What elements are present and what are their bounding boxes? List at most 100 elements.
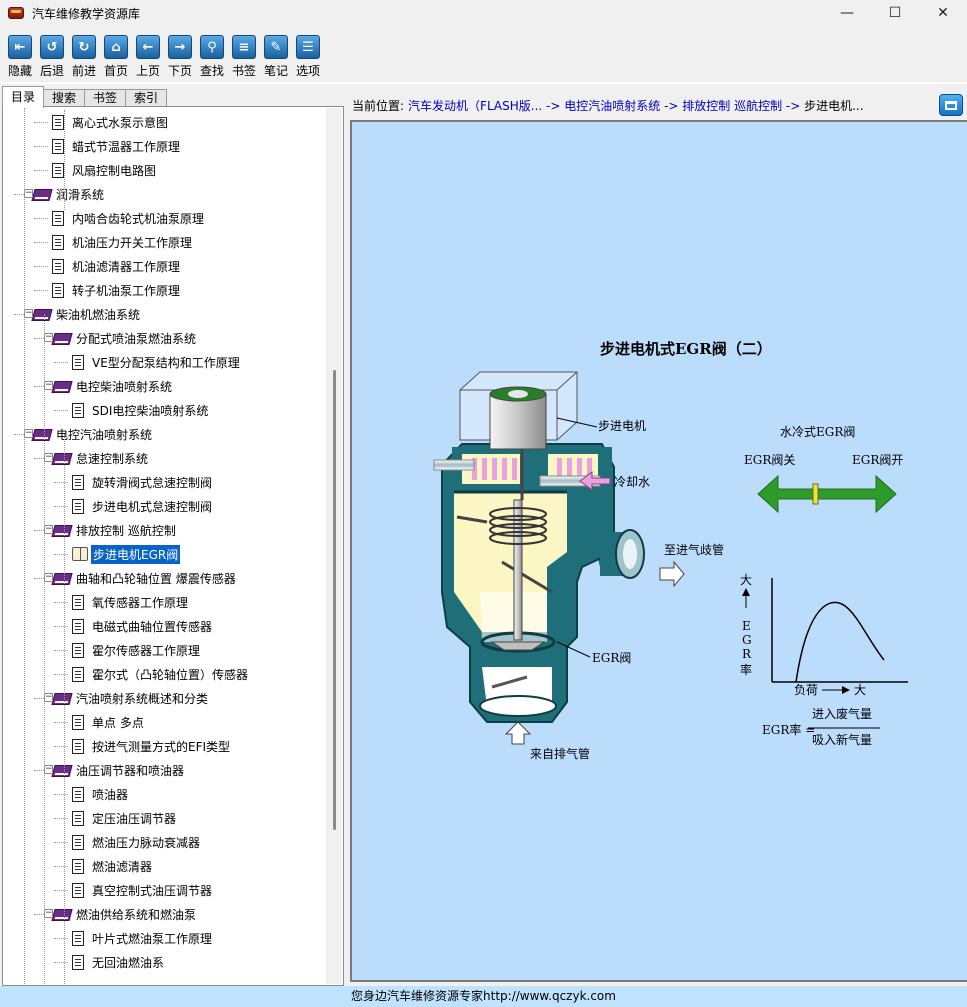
tree-topic[interactable]: 蜡式节温器工作原理 xyxy=(52,134,182,158)
tree-item-label: VE型分配泵结构和工作原理 xyxy=(92,355,240,370)
tree-topic[interactable]: 风扇控制电路图 xyxy=(52,158,158,182)
tree-topic[interactable]: 燃油压力脉动衰减器 xyxy=(72,830,202,854)
tree-connector xyxy=(54,362,68,363)
breadcrumb-item[interactable]: 汽车发动机（FLASH版... xyxy=(408,98,543,113)
tree-topic[interactable]: 电磁式曲轴位置传感器 xyxy=(72,614,214,638)
collapse-toggle-icon[interactable]: − xyxy=(44,692,53,702)
tree-topic[interactable]: 真空控制式油压调节器 xyxy=(72,878,214,902)
content-panel: 当前位置: 汽车发动机（FLASH版... -> 电控汽油喷射系统 -> 排放控… xyxy=(346,84,967,986)
tree-topic[interactable]: 叶片式燃油泵工作原理 xyxy=(72,926,214,950)
tree-item-label: 排放控制 巡航控制 xyxy=(76,523,176,538)
collapse-toggle-icon[interactable]: − xyxy=(44,332,53,342)
tree-book[interactable]: 电控汽油喷射系统 xyxy=(32,422,154,446)
toolbar-button[interactable]: ☰选项 xyxy=(292,26,324,80)
tree-topic[interactable]: VE型分配泵结构和工作原理 xyxy=(72,350,242,374)
tree-book[interactable]: 油压调节器和喷油器 xyxy=(52,758,186,782)
toolbar-button[interactable]: ⌂首页 xyxy=(100,26,132,80)
tree-connector xyxy=(64,434,65,984)
diagram-title: 步进电机式EGR阀（二） xyxy=(600,340,772,358)
collapse-toggle-icon[interactable]: − xyxy=(44,524,53,534)
tree-connector xyxy=(34,146,48,147)
toolbar-button[interactable]: ↻前进 xyxy=(68,26,100,80)
tree-topic[interactable]: 无回油燃油系 xyxy=(72,950,166,974)
tree-connector xyxy=(54,410,68,411)
toolbar-button[interactable]: ←上页 xyxy=(132,26,164,80)
tree-topic[interactable]: 内啮合齿轮式机油泵原理 xyxy=(52,206,206,230)
tree-connector xyxy=(34,170,48,171)
tree-book[interactable]: 分配式喷油泵燃油系统 xyxy=(52,326,198,350)
tree-topic[interactable]: 机油压力开关工作原理 xyxy=(52,230,194,254)
tree-topic[interactable]: 离心式水泵示意图 xyxy=(52,110,170,134)
tree-topic[interactable]: 步进电机式怠速控制阀 xyxy=(72,494,214,518)
tree-item-label: 燃油供给系统和燃油泵 xyxy=(76,907,197,922)
tree-book[interactable]: 曲轴和凸轮轴位置 爆震传感器 xyxy=(52,566,238,590)
tree-scrollbar[interactable] xyxy=(326,108,342,984)
breadcrumb-item[interactable]: 排放控制 巡航控制 xyxy=(682,98,783,113)
close-button[interactable]: ✕ xyxy=(937,5,949,21)
collapse-toggle-icon[interactable]: − xyxy=(24,188,33,198)
tree-book[interactable]: 汽油喷射系统概述和分类 xyxy=(52,686,210,710)
bookmark-icon: ≡ xyxy=(232,35,256,59)
tree-topic[interactable]: 喷油器 xyxy=(72,782,130,806)
breadcrumb-separator: -> xyxy=(660,98,683,113)
tree-item-label: 霍尔式（凸轮轴位置）传感器 xyxy=(92,667,249,682)
toolbar-button[interactable]: ⚲查找 xyxy=(196,26,228,80)
toolbar-button[interactable]: ↺后退 xyxy=(36,26,68,80)
scrollbar-thumb[interactable] xyxy=(333,370,336,830)
graph-y-top-label: 大 xyxy=(740,573,752,587)
tree-topic[interactable]: 燃油滤清器 xyxy=(72,854,154,878)
collapse-toggle-icon[interactable]: − xyxy=(44,764,53,774)
intake-outlet-pipe xyxy=(600,529,645,579)
tree-book[interactable]: 燃油供给系统和燃油泵 xyxy=(52,902,198,926)
tree-topic[interactable]: 单点 多点 xyxy=(72,710,146,734)
tree-topic[interactable]: 机油滤清器工作原理 xyxy=(52,254,182,278)
tab-contents[interactable]: 目录 xyxy=(2,86,45,108)
toolbar-button[interactable]: ✎笔记 xyxy=(260,26,292,80)
tab-index[interactable]: 索引 xyxy=(125,89,168,108)
tree-book[interactable]: 排放控制 巡航控制 xyxy=(52,518,178,542)
document-icon xyxy=(72,474,84,490)
book-icon xyxy=(32,308,50,320)
toolbar: ⇤隐藏↺后退↻前进⌂首页←上页→下页⚲查找≡书签✎笔记☰选项 xyxy=(0,26,967,82)
tree-topic[interactable]: 旋转滑阀式怠速控制阀 xyxy=(72,470,214,494)
tree-connector xyxy=(54,626,68,627)
tree-topic[interactable]: 按进气测量方式的EFI类型 xyxy=(72,734,232,758)
tree-topic[interactable]: 氧传感器工作原理 xyxy=(72,590,190,614)
toolbar-button[interactable]: →下页 xyxy=(164,26,196,80)
breadcrumb-item[interactable]: 电控汽油喷射系统 xyxy=(564,98,661,113)
collapse-toggle-icon[interactable]: − xyxy=(44,908,53,918)
tree-topic[interactable]: 步进电机EGR阀 xyxy=(72,542,181,566)
document-icon xyxy=(72,618,84,634)
tree-topic[interactable]: 定压油压调节器 xyxy=(72,806,178,830)
label-egr-open: EGR阀开 xyxy=(852,453,903,467)
collapse-toggle-icon[interactable]: − xyxy=(24,428,33,438)
toolbar-button[interactable]: ≡书签 xyxy=(228,26,260,80)
egr-rate-formula: EGR率 = 进入废气量 吸入新气量 xyxy=(762,706,880,747)
tree-topic[interactable]: 转子机油泵工作原理 xyxy=(52,278,182,302)
minimize-button[interactable]: — xyxy=(840,5,854,21)
document-icon xyxy=(72,858,84,874)
collapse-toggle-icon[interactable]: − xyxy=(44,572,53,582)
tree-book[interactable]: 怠速控制系统 xyxy=(52,446,150,470)
tree-topic[interactable]: SDI电控柴油喷射系统 xyxy=(72,398,210,422)
document-icon xyxy=(72,738,84,754)
toolbar-button[interactable]: ⇤隐藏 xyxy=(4,26,36,80)
collapse-toggle-icon[interactable]: − xyxy=(24,308,33,318)
tree-book[interactable]: 润滑系统 xyxy=(32,182,106,206)
tree-book[interactable]: 柴油机燃油系统 xyxy=(32,302,142,326)
tree-topic[interactable]: 霍尔式（凸轮轴位置）传感器 xyxy=(72,662,250,686)
maximize-button[interactable]: ☐ xyxy=(888,5,902,21)
label-from-exhaust: 来自排气管 xyxy=(530,746,590,761)
tree-item-label: 电磁式曲轴位置传感器 xyxy=(92,619,213,634)
document-icon xyxy=(72,930,84,946)
document-icon xyxy=(52,114,64,130)
fullscreen-icon[interactable] xyxy=(939,94,963,116)
tab-bookmarks[interactable]: 书签 xyxy=(84,89,127,108)
tree-book[interactable]: 电控柴油喷射系统 xyxy=(52,374,174,398)
book-icon xyxy=(52,452,70,464)
breadcrumb-separator: -> xyxy=(782,98,805,113)
tree-topic[interactable]: 霍尔传感器工作原理 xyxy=(72,638,202,662)
collapse-toggle-icon[interactable]: − xyxy=(44,452,53,462)
collapse-toggle-icon[interactable]: − xyxy=(44,380,53,390)
document-icon xyxy=(52,210,64,226)
